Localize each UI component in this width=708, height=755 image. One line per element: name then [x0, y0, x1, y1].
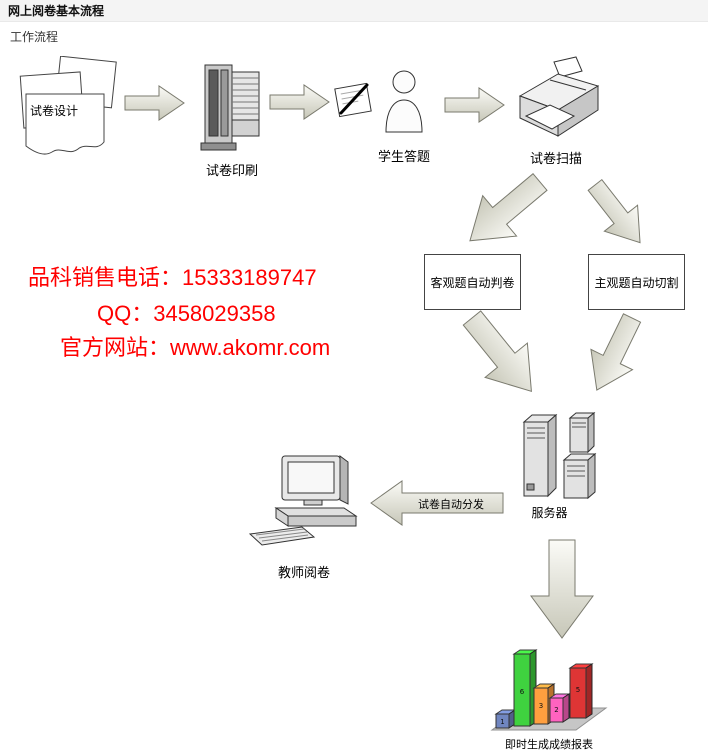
server-towers-icon: [522, 411, 597, 500]
page-title: 网上阅卷基本流程: [8, 4, 105, 18]
box-label-objective: 客观题自动判卷: [430, 275, 515, 290]
node-paper-scanning: 试卷扫描: [510, 56, 602, 168]
node-server: 服务器: [512, 410, 612, 530]
node-label-scan: 试卷扫描: [529, 151, 582, 166]
pen-icon: [339, 83, 369, 115]
bar-chart-icon: 1 6 3 2: [490, 649, 608, 731]
node-paper-design: 试卷设计: [18, 56, 118, 168]
arrow-left-icon: [370, 480, 504, 526]
teacher-computer-icon: [248, 455, 358, 546]
node-student-answering: 学生答题: [334, 66, 434, 166]
node-label-server: 服务器: [531, 506, 568, 520]
header-bar: 网上阅卷基本流程: [0, 0, 708, 22]
contact-phone: 品科销售电话：15333189747: [28, 265, 317, 290]
box-label-subjective: 主观题自动切割: [594, 275, 679, 290]
printer-tower-icon: [200, 64, 260, 151]
keyboard-icon: [248, 526, 316, 546]
page-subtitle: 工作流程: [10, 30, 59, 44]
node-label-answer: 学生答题: [377, 149, 430, 164]
node-teacher-marking: 教师阅卷: [248, 450, 360, 582]
node-label-report: 即时生成成绩报表: [505, 739, 593, 751]
bar-2: 6: [512, 649, 538, 727]
arrow-design-to-print-icon: [124, 85, 185, 121]
node-label-print: 试卷印刷: [205, 163, 258, 178]
arrow-server-to-report-icon: [530, 539, 594, 639]
box-subjective-auto-cutting: 主观题自动切割: [588, 254, 685, 310]
arrow-answer-to-scan-icon: [444, 87, 505, 123]
box-objective-auto-grading: 客观题自动判卷: [424, 254, 521, 310]
node-label-design: 试卷设计: [30, 104, 79, 118]
bar-1-value: 1: [500, 718, 504, 726]
bar-4-value: 2: [554, 706, 558, 714]
node-score-report: 1 6 3 2: [490, 640, 608, 752]
bar-2-value: 6: [520, 688, 525, 696]
node-label-teacher: 教师阅卷: [277, 565, 330, 580]
bar-5: 5: [568, 663, 594, 719]
student-icon: [334, 70, 423, 133]
node-paper-printing: 试卷印刷: [188, 60, 276, 180]
bar-4: 2: [548, 693, 571, 723]
scanner-icon: [518, 56, 600, 137]
arrow-subjective-to-server-icon: [575, 307, 654, 401]
bar-3-value: 3: [539, 702, 543, 710]
contact-website: 官方网站：www.akomr.com: [60, 335, 331, 360]
papers-icon: [19, 56, 117, 155]
arrow-scan-to-subjective-icon: [577, 171, 658, 257]
arrow-server-to-teacher: 试卷自动分发: [368, 477, 506, 529]
arrow-print-to-answer-icon: [269, 84, 330, 120]
arrow-label-distribute: 试卷自动分发: [418, 499, 484, 511]
bar-5-value: 5: [576, 686, 580, 694]
bar-1: 1: [494, 709, 517, 729]
contact-qq: QQ：3458029358: [97, 301, 276, 326]
